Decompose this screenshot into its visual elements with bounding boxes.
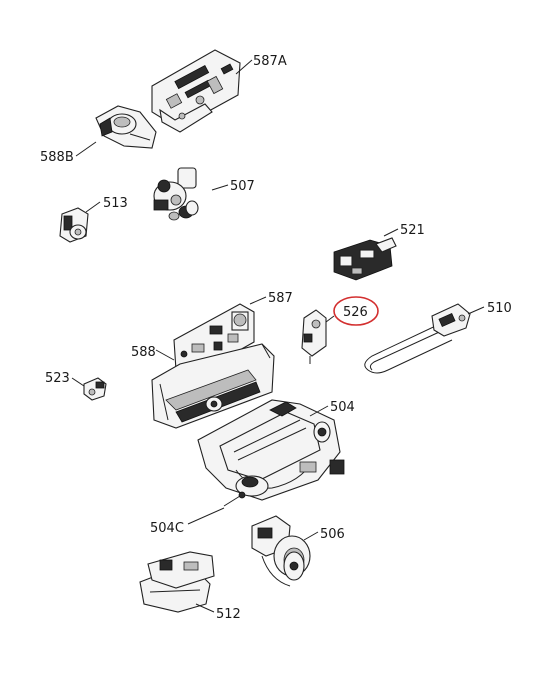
leader-504: [309, 405, 329, 417]
leader-510: [467, 306, 485, 315]
leader-523: [71, 377, 85, 387]
leader-513: [85, 201, 101, 213]
part-588-drawing[interactable]: [151, 343, 275, 429]
label-510[interactable]: 510: [487, 301, 512, 316]
label-588[interactable]: 588: [131, 345, 156, 360]
label-526[interactable]: 526: [343, 305, 368, 320]
part-523-drawing[interactable]: [83, 377, 107, 401]
leader-507: [211, 184, 229, 191]
label-504[interactable]: 504: [330, 400, 355, 415]
leader-526: [325, 315, 335, 323]
part-512-drawing[interactable]: [139, 551, 215, 613]
leader-587A: [235, 59, 253, 75]
part-521-drawing[interactable]: [333, 237, 397, 281]
label-512[interactable]: 512: [216, 607, 241, 622]
highlight-ring-526: [333, 296, 379, 326]
label-587A[interactable]: 587A: [253, 54, 287, 69]
leader-588B: [75, 141, 97, 157]
label-523[interactable]: 523: [45, 371, 70, 386]
label-521[interactable]: 521: [400, 223, 425, 238]
part-504-drawing[interactable]: [197, 399, 345, 501]
leader-587: [249, 296, 267, 305]
label-506[interactable]: 506: [320, 527, 345, 542]
part-504C-drawing[interactable]: [223, 491, 246, 507]
leader-521: [383, 228, 399, 237]
leader-506: [303, 531, 319, 541]
part-588B-drawing[interactable]: [95, 105, 157, 149]
label-507[interactable]: 507: [230, 179, 255, 194]
part-506-drawing[interactable]: [251, 515, 311, 587]
part-587A-drawing[interactable]: [151, 49, 241, 133]
part-510-drawing[interactable]: [364, 303, 471, 374]
label-513[interactable]: 513: [103, 196, 128, 211]
part-526-drawing[interactable]: [301, 309, 327, 364]
part-507-drawing[interactable]: [153, 167, 199, 221]
label-588B[interactable]: 588B: [40, 150, 74, 165]
label-504C[interactable]: 504C: [150, 521, 184, 536]
label-587[interactable]: 587: [268, 291, 293, 306]
leader-588: [155, 349, 175, 361]
part-513-drawing[interactable]: [59, 207, 89, 243]
leader-504C: [187, 507, 225, 525]
leader-512: [195, 603, 215, 613]
